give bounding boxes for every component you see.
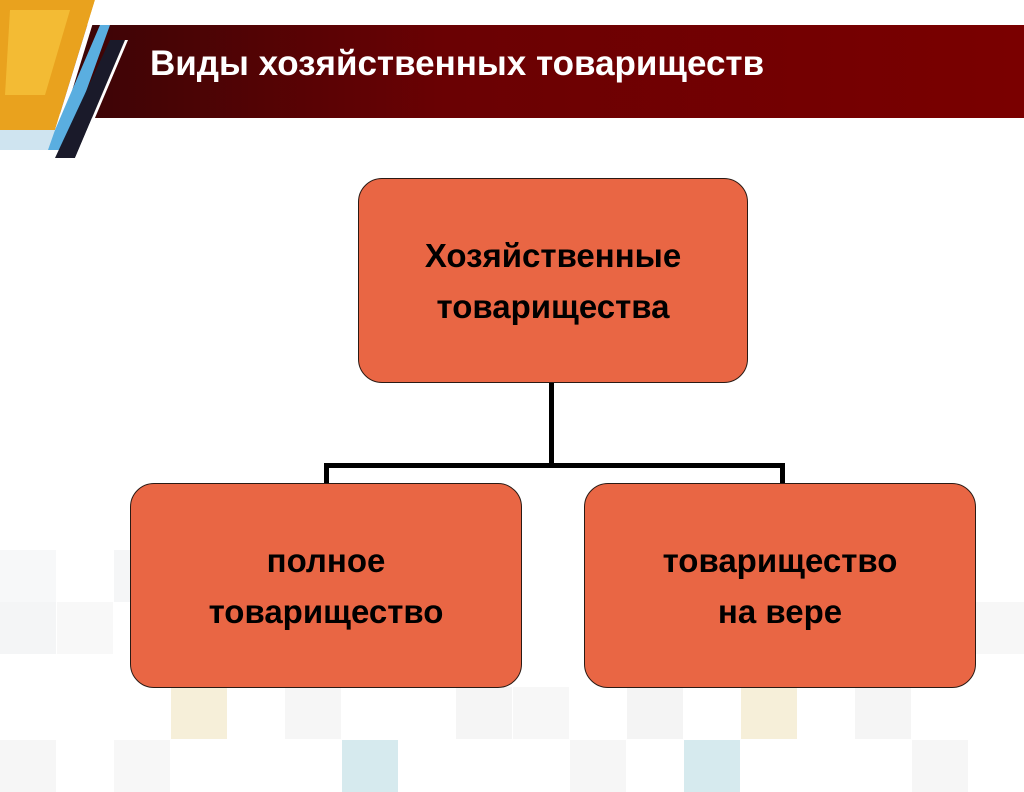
child-node-1-line1: полное (266, 541, 386, 579)
decorative-corner-image (0, 0, 128, 158)
connector-horizontal (324, 463, 785, 468)
title-bar (60, 25, 1024, 118)
connector-root-vertical (549, 383, 554, 468)
root-node-line1: Хозяйственные (424, 236, 682, 274)
child-node-limited-partnership: товарищество на вере (584, 483, 976, 688)
child-node-2-line1: товарищество (662, 541, 898, 579)
child-node-full-partnership: полное товарищество (130, 483, 522, 688)
slide-title: Виды хозяйственных товариществ (150, 44, 765, 83)
root-node-business-partnerships: Хозяйственные товарищества (358, 178, 748, 383)
child-node-2-line2: на вере (717, 592, 843, 630)
connector-left-drop (324, 463, 329, 483)
child-node-1-line2: товарищество (208, 592, 444, 630)
connector-right-drop (780, 463, 785, 483)
root-node-line2: товарищества (436, 287, 670, 325)
